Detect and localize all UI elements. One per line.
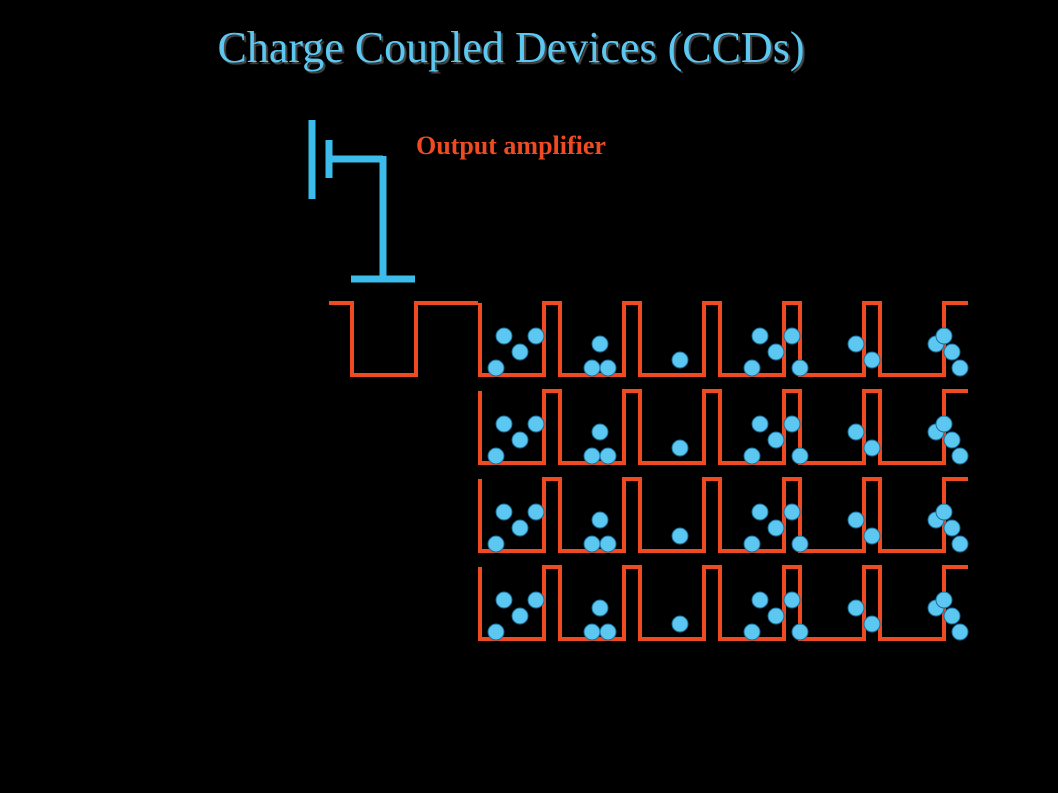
electron-r3-p6-3 — [943, 519, 961, 537]
electron-r3-p5-2 — [863, 527, 881, 545]
electron-r1-p4-3 — [767, 343, 785, 361]
electron-r3-p2-1 — [591, 511, 609, 529]
electron-r1-p5-1 — [847, 335, 865, 353]
electron-r2-p6-2 — [935, 415, 953, 433]
electron-r2-p4-4 — [783, 415, 801, 433]
electron-r3-p4-1 — [743, 535, 761, 553]
electron-r2-p5-1 — [847, 423, 865, 441]
output-amplifier-icon — [308, 120, 415, 283]
electron-r2-p1-2 — [495, 415, 513, 433]
electron-r3-p4-3 — [767, 519, 785, 537]
electron-r3-p4-4 — [783, 503, 801, 521]
electron-r1-p2-2 — [583, 359, 601, 377]
electron-r2-p1-3 — [511, 431, 529, 449]
electron-r4-p5-2 — [863, 615, 881, 633]
electron-r1-p4-2 — [751, 327, 769, 345]
electron-r4-p2-1 — [591, 599, 609, 617]
electron-r4-p2-2 — [583, 623, 601, 641]
output-amplifier-label: Output amplifier — [416, 131, 606, 160]
electron-r4-p6-2 — [935, 591, 953, 609]
electron-r1-p6-3 — [943, 343, 961, 361]
electron-r3-p4-5 — [791, 535, 809, 553]
electron-r2-p4-5 — [791, 447, 809, 465]
electron-r2-p1-1 — [487, 447, 505, 465]
electron-r1-p2-3 — [599, 359, 617, 377]
electron-r4-p4-5 — [791, 623, 809, 641]
electron-r3-p1-2 — [495, 503, 513, 521]
electron-r4-p6-3 — [943, 607, 961, 625]
electron-r3-p2-2 — [583, 535, 601, 553]
electron-r3-p1-4 — [527, 503, 545, 521]
electron-r1-p6-2 — [935, 327, 953, 345]
electron-r4-p1-2 — [495, 591, 513, 609]
electron-r3-p6-4 — [951, 535, 969, 553]
electron-r1-p4-1 — [743, 359, 761, 377]
electron-r2-p2-3 — [599, 447, 617, 465]
electron-r2-p2-2 — [583, 447, 601, 465]
electron-r3-p5-1 — [847, 511, 865, 529]
electron-r1-p5-2 — [863, 351, 881, 369]
electron-r3-p3-1 — [671, 527, 689, 545]
pixel-row-2 — [478, 389, 968, 465]
electron-r4-p1-3 — [511, 607, 529, 625]
electron-r4-p5-1 — [847, 599, 865, 617]
electron-r4-p4-2 — [751, 591, 769, 609]
electron-r1-p4-4 — [783, 327, 801, 345]
pixel-row-1 — [478, 301, 968, 377]
electron-r3-p4-2 — [751, 503, 769, 521]
electron-r1-p1-2 — [495, 327, 513, 345]
electron-r2-p3-1 — [671, 439, 689, 457]
electron-r2-p2-1 — [591, 423, 609, 441]
electron-r4-p6-4 — [951, 623, 969, 641]
electron-r2-p4-3 — [767, 431, 785, 449]
electron-r2-p6-4 — [951, 447, 969, 465]
electron-r3-p2-3 — [599, 535, 617, 553]
electron-r4-p1-1 — [487, 623, 505, 641]
electron-r1-p1-3 — [511, 343, 529, 361]
electron-r2-p4-1 — [743, 447, 761, 465]
electron-r4-p4-3 — [767, 607, 785, 625]
electron-r1-p4-5 — [791, 359, 809, 377]
electron-r2-p1-4 — [527, 415, 545, 433]
electron-r4-p3-1 — [671, 615, 689, 633]
electron-r1-p1-1 — [487, 359, 505, 377]
electron-r3-p1-1 — [487, 535, 505, 553]
electron-r4-p4-1 — [743, 623, 761, 641]
pixel-row-3 — [478, 477, 968, 553]
electron-r3-p6-2 — [935, 503, 953, 521]
electron-r2-p6-3 — [943, 431, 961, 449]
electron-r1-p6-4 — [951, 359, 969, 377]
electron-r1-p2-1 — [591, 335, 609, 353]
electron-r4-p4-4 — [783, 591, 801, 609]
electron-r2-p5-2 — [863, 439, 881, 457]
readout-well — [329, 301, 478, 377]
slide-title: Charge Coupled Devices (CCDs) — [217, 23, 805, 72]
electron-r4-p2-3 — [599, 623, 617, 641]
pixel-row-4 — [478, 565, 968, 641]
electron-r4-p1-4 — [527, 591, 545, 609]
electron-r1-p1-4 — [527, 327, 545, 345]
electron-r2-p4-2 — [751, 415, 769, 433]
electron-r1-p3-1 — [671, 351, 689, 369]
electron-r3-p1-3 — [511, 519, 529, 537]
